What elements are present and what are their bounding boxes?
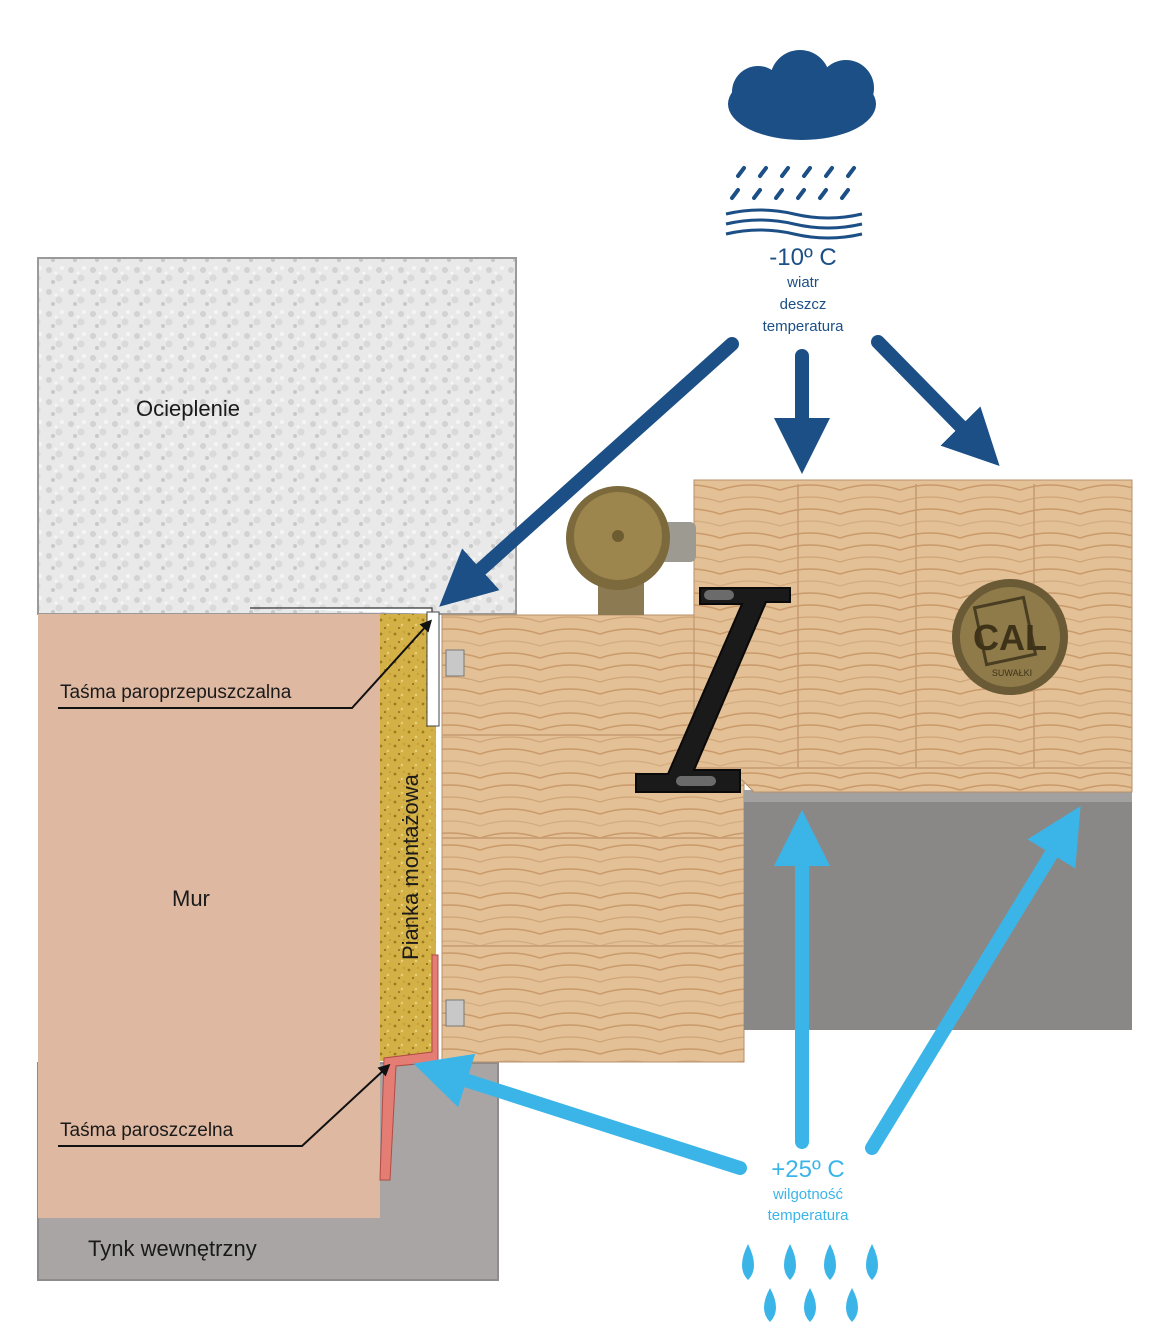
arrow-to-glazing: [865, 806, 1081, 1155]
foam-label: Pianka montażowa: [398, 773, 423, 960]
exterior-line-rain: deszcz: [779, 296, 827, 313]
plaster-label: Tynk wewnętrzny: [88, 1236, 257, 1261]
permeable-tape-strip: [426, 611, 440, 727]
interior-line-temp: temperatura: [767, 1207, 849, 1224]
badge-brand: CAL: [973, 617, 1047, 658]
vapor-tight-tape-label: Taśma paroszczelna: [60, 1120, 234, 1141]
wall-layer: [38, 614, 380, 1218]
hinge: [566, 486, 696, 615]
leader-vapor-tight: [58, 1063, 391, 1147]
water-drops-icon: [742, 1244, 878, 1322]
permeable-tape-label: Taśma paroprzepuszczalna: [60, 682, 292, 703]
leader-permeable: [58, 619, 433, 709]
exterior-line-temp: temperatura: [762, 318, 844, 335]
interior-temp: +25º C: [771, 1156, 845, 1183]
wind-icon: [725, 208, 863, 240]
arrow-to-sash-right: [871, 335, 1000, 466]
arrow-to-tape: [439, 337, 739, 607]
wall-label: Mur: [172, 886, 210, 911]
interior-arrows: [413, 806, 1081, 1175]
leader-lines: [58, 619, 433, 1147]
exterior-conditions: -10º C wiatr deszcz temperatura: [700, 244, 906, 338]
interior-conditions: +25º C wilgotność temperatura: [706, 1156, 910, 1226]
rain-cloud-icon: [728, 50, 876, 140]
interior-line-humidity: wilgotność: [772, 1186, 844, 1203]
seal-profile: [635, 587, 791, 793]
brand-badge: CAL SUWAŁKI: [952, 579, 1068, 695]
arrow-to-vapor-tape: [413, 1053, 747, 1175]
exterior-temp: -10º C: [769, 244, 837, 271]
insulation-layer: [37, 257, 517, 615]
exterior-arrows: [439, 335, 1000, 607]
exterior-line-wind: wiatr: [787, 274, 819, 291]
insulation-label: Ocieplenie: [136, 396, 240, 421]
rain-streaks-icon: [730, 166, 856, 200]
badge-city: SUWAŁKI: [992, 668, 1032, 678]
